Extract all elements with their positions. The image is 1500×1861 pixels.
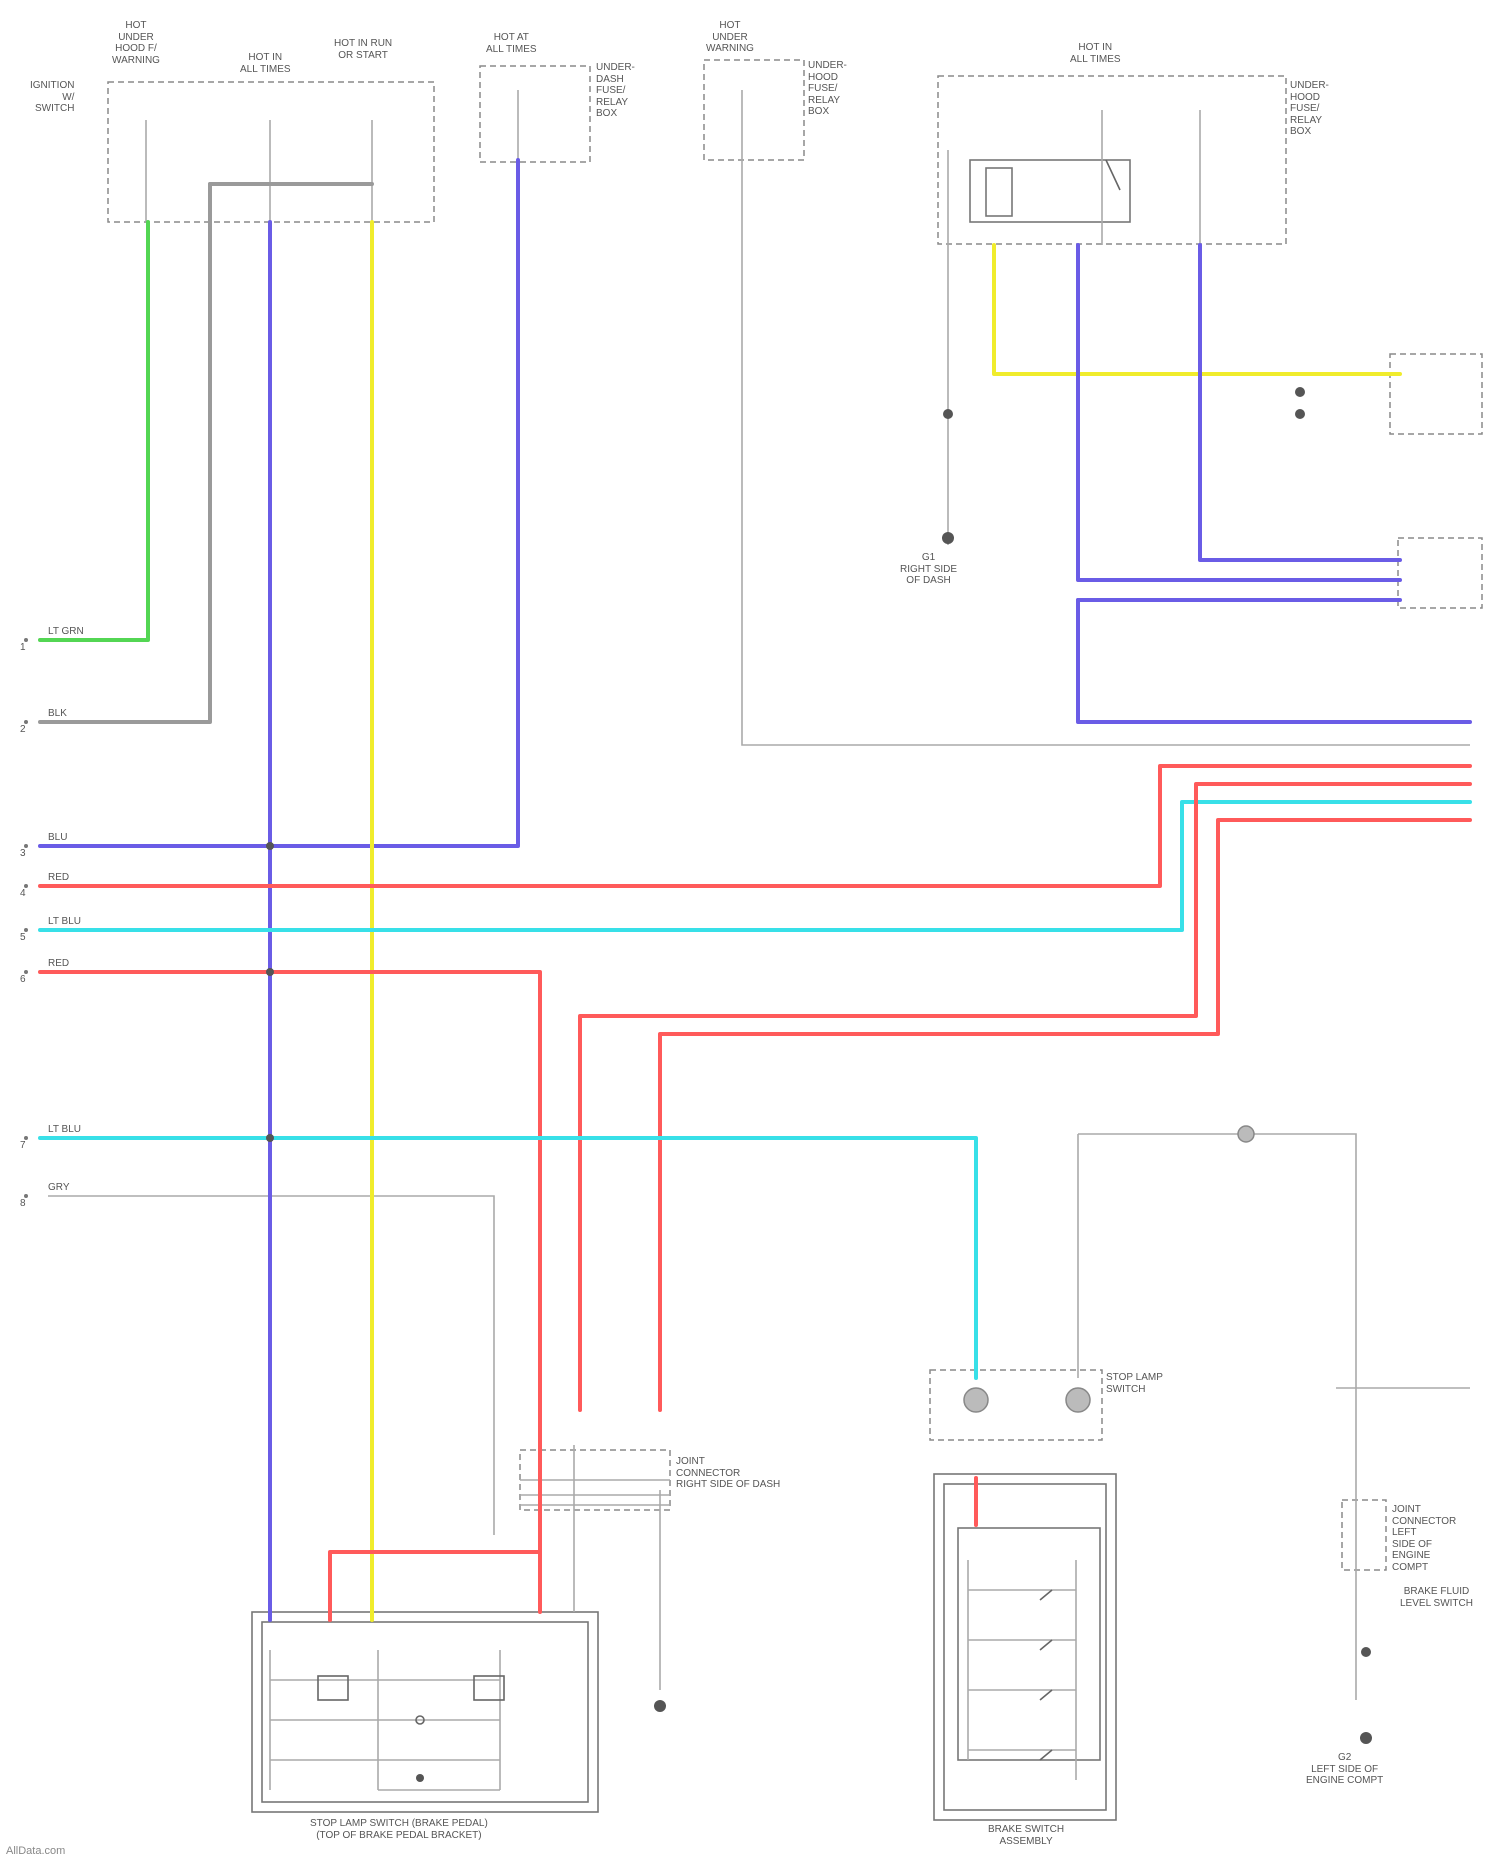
left-terminal-2: 2 [20,724,26,736]
top-box-header-1: HOT UNDER HOOD F/ WARNING [112,20,160,66]
fuse-boxes [108,60,1482,1570]
top-box-header-6: HOT IN ALL TIMES [1070,42,1121,65]
wire-red-4 [660,820,1470,1410]
wire-color-1: LT GRN [48,626,84,638]
wire-color-2: BLK [48,708,67,720]
connector-label-3: JOINT CONNECTOR LEFT SIDE OF ENGINE COMP… [1392,1504,1456,1573]
bottom-label-3: BRAKE FLUID LEVEL SWITCH [1400,1586,1473,1609]
top-box-label-1: IGNITION W/ SWITCH [30,80,74,115]
left-terminal-6: 6 [20,974,26,986]
wire-color-4: RED [48,872,69,884]
top-box-label-4: UNDER- DASH FUSE/ RELAY BOX [596,62,635,120]
left-terminal-8: 8 [20,1198,26,1210]
left-terminal-5: 5 [20,932,26,944]
connector-circles [964,1126,1254,1412]
wire-color-7: LT BLU [48,1124,81,1136]
top-box-header-4: HOT AT ALL TIMES [486,32,537,55]
top-box-label-5: UNDER- HOOD FUSE/ RELAY BOX [808,60,847,118]
left-terminal-4: 4 [20,888,26,900]
connector-label-1: JOINT CONNECTOR RIGHT SIDE OF DASH [676,1456,780,1491]
wire-blu-3 [1078,245,1400,580]
wire-blu-4 [1200,245,1400,560]
wire-red-3 [580,784,1470,1410]
wire-color-8: GRY [48,1182,70,1194]
wire-lt-grn [40,222,148,640]
ground-label-1: G1 RIGHT SIDE OF DASH [900,552,957,587]
wire-blu-5 [1078,600,1470,722]
connector-label-2: STOP LAMP SWITCH [1106,1372,1163,1395]
bottom-label-2: BRAKE SWITCH ASSEMBLY [988,1824,1064,1847]
wire-color-3: BLU [48,832,67,844]
wire-yel-2 [994,245,1400,374]
top-box-label-6: UNDER- HOOD FUSE/ RELAY BOX [1290,80,1329,138]
switch-glyphs [318,160,1120,1760]
wire-color-5: LT BLU [48,916,81,928]
top-box-header-5: HOT UNDER WARNING [706,20,754,55]
footer-text: AllData.com [6,1845,65,1857]
junction-dots [266,387,1372,1782]
wire-lt-blu-2 [40,1138,976,1378]
wire-color-6: RED [48,958,69,970]
left-terminal-dots [24,638,28,1198]
top-box-header-2: HOT IN ALL TIMES [240,52,291,75]
bottom-label-1: STOP LAMP SWITCH (BRAKE PEDAL) (TOP OF B… [310,1818,488,1841]
colored-wires [40,160,1470,1620]
wire-blu-2 [40,160,518,846]
wire-red-5 [330,1552,540,1620]
top-box-header-3: HOT IN RUN OR START [334,38,392,61]
left-terminal-7: 7 [20,1140,26,1152]
ground-label-2: G2 LEFT SIDE OF ENGINE COMPT [1306,1752,1383,1787]
wire-red-2 [40,972,540,1612]
thin-wires [48,90,1470,1790]
left-terminal-1: 1 [20,642,26,654]
component-boxes [252,160,1130,1820]
left-terminal-3: 3 [20,848,26,860]
